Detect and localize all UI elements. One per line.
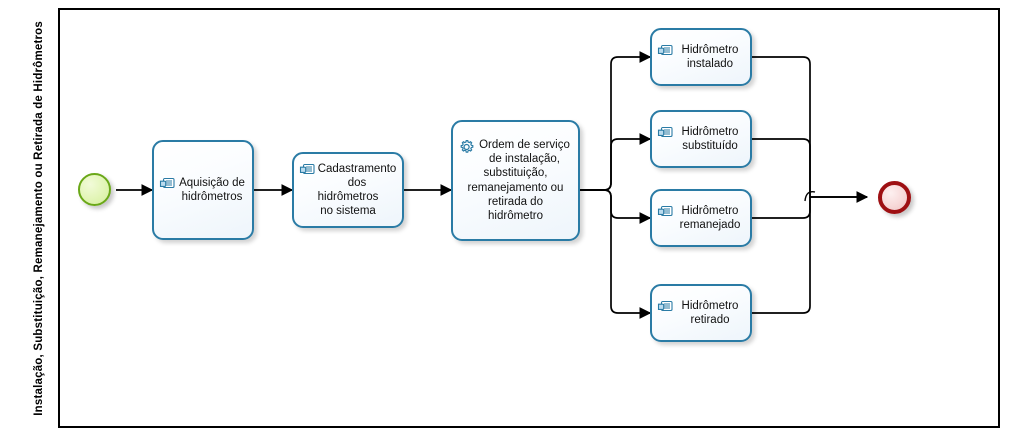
task-label-line: Hidrômetro	[681, 43, 739, 56]
task-hidrometro-substituido[interactable]: Hidrômetro substituído	[650, 110, 752, 168]
task-label-line: Hidrômetro	[681, 125, 739, 138]
task-label-line: Hidrômetro	[681, 299, 739, 312]
manual-task-icon	[657, 126, 674, 141]
manual-task-icon	[159, 177, 176, 192]
task-label-line: retirada do	[488, 195, 543, 208]
task-label-line: substituído	[682, 140, 738, 152]
service-task-gear-icon	[458, 139, 475, 154]
task-label-line: remanejamento ou	[467, 181, 564, 194]
end-event[interactable]	[878, 181, 911, 214]
pool-title-bar: Instalação, Substituição, Remanejamento …	[22, 8, 60, 428]
task-aquisicao-de-hidrometros[interactable]: Aquisição de hidrômetros	[152, 140, 254, 240]
start-event[interactable]	[78, 173, 111, 206]
task-label-line: de instalação,	[489, 153, 560, 166]
task-cadastramento-dos-hidrometros[interactable]: Cadastramento dos hidrômetros no sistema	[292, 152, 404, 228]
manual-task-icon	[657, 44, 674, 59]
task-label-line: instalado	[686, 58, 734, 70]
manual-task-icon	[657, 300, 674, 315]
task-label-line: retirado	[690, 314, 730, 326]
task-label-line: Aquisição de	[179, 176, 245, 189]
task-hidrometro-remanejado[interactable]: Hidrômetro remanejado	[650, 189, 752, 247]
task-ordem-de-servico[interactable]: Ordem de serviço de instalação, substitu…	[451, 120, 580, 241]
task-label-line: substituição,	[483, 167, 548, 180]
task-label-line: Cadastramento	[317, 162, 397, 175]
task-label-line: dos hidrômetros	[317, 176, 379, 203]
task-label-line: hidrômetro	[488, 209, 543, 222]
task-label-line: Ordem de serviço	[479, 139, 570, 152]
task-hidrometro-retirado[interactable]: Hidrômetro retirado	[650, 284, 752, 342]
pool-title: Instalação, Substituição, Remanejamento …	[33, 20, 46, 416]
task-label-line: no sistema	[320, 205, 376, 218]
task-hidrometro-instalado[interactable]: Hidrômetro instalado	[650, 28, 752, 86]
task-label-line: Hidrômetro	[681, 204, 739, 217]
manual-task-icon	[657, 205, 674, 220]
manual-task-icon	[299, 163, 316, 178]
task-label-line: remanejado	[679, 219, 741, 231]
task-label-line: hidrômetros	[181, 191, 243, 203]
